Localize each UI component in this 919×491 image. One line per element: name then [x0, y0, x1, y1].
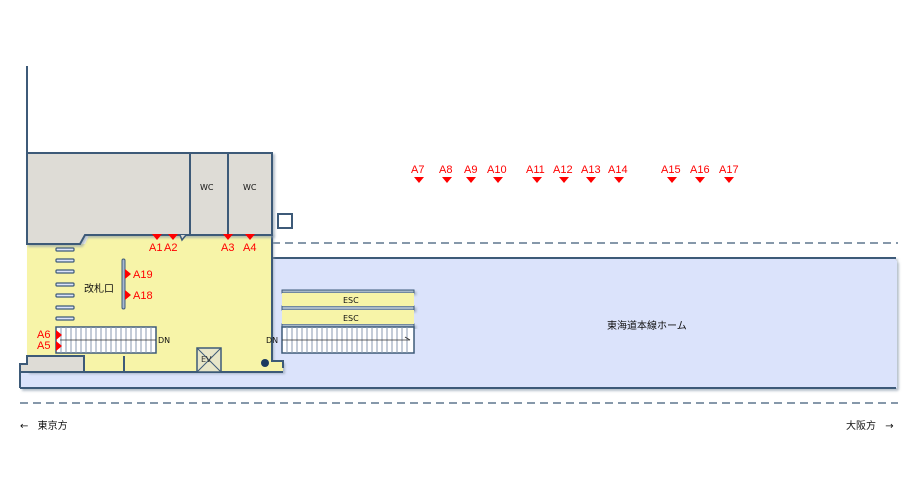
exit-marker-icon — [56, 330, 62, 340]
arrow-right-icon: → — [885, 421, 894, 432]
exit-marker-icon — [223, 234, 233, 240]
direction-osaka-label: 大阪方 — [846, 421, 876, 432]
exit-a3[interactable]: A3 — [221, 242, 235, 254]
exit-a17[interactable]: A17 — [719, 164, 739, 176]
exit-marker-icon — [56, 341, 62, 351]
stairs-dn-label-2: DN — [266, 336, 279, 345]
wc-room-2 — [227, 152, 273, 236]
wc-label-2: WC — [243, 183, 257, 192]
pillar-dot — [261, 359, 269, 367]
direction-osaka: 大阪方 → — [846, 417, 894, 432]
wc-room-1 — [189, 152, 229, 236]
exit-a10[interactable]: A10 — [487, 164, 507, 176]
exit-a11[interactable]: A11 — [526, 164, 545, 176]
exit-marker-icon — [152, 234, 162, 240]
exit-a14[interactable]: A14 — [608, 164, 628, 176]
building-block — [26, 152, 191, 245]
exit-marker-icon — [125, 290, 131, 300]
platform-area — [20, 257, 897, 389]
exit-a6[interactable]: A6 — [37, 329, 51, 341]
stairs-right — [281, 326, 415, 354]
exit-a5[interactable]: A5 — [37, 340, 51, 352]
ticket-gates — [55, 247, 75, 321]
stairs-left — [55, 326, 157, 354]
exit-marker-icon — [667, 177, 677, 183]
exit-marker-icon — [614, 177, 624, 183]
exit-a4[interactable]: A4 — [243, 242, 257, 254]
direction-tokyo-label: 東京方 — [37, 421, 68, 432]
stairs-dn-label-1: DN — [158, 336, 171, 345]
escalator-label-1: ESC — [343, 296, 359, 305]
exit-a7[interactable]: A7 — [411, 164, 425, 176]
exit-a15[interactable]: A15 — [661, 164, 681, 176]
exit-a19[interactable]: A19 — [133, 269, 153, 281]
exit-a18[interactable]: A18 — [133, 290, 153, 302]
exit-marker-icon — [695, 177, 705, 183]
elevator — [196, 347, 222, 373]
exit-marker-icon — [724, 177, 734, 183]
exit-a8[interactable]: A8 — [439, 164, 453, 176]
exit-marker-icon — [168, 234, 178, 240]
exit-marker-icon — [493, 177, 503, 183]
ticket-gate-label: 改札口 — [84, 284, 114, 295]
exit-a1[interactable]: A1 — [149, 242, 163, 254]
exit-a13[interactable]: A13 — [581, 164, 601, 176]
exit-a2[interactable]: A2 — [164, 242, 178, 254]
exit-marker-icon — [559, 177, 569, 183]
exit-marker-icon — [245, 234, 255, 240]
elevator-label: EV — [201, 355, 212, 364]
exit-marker-icon — [532, 177, 542, 183]
exit-marker-icon — [414, 177, 424, 183]
exit-marker-icon — [125, 269, 131, 279]
arrow-left-icon: ← — [20, 421, 29, 432]
exit-a16[interactable]: A16 — [690, 164, 710, 176]
platform-label: 東海道本線ホーム — [607, 321, 687, 332]
escalator-label-2: ESC — [343, 314, 359, 323]
exit-marker-icon — [442, 177, 452, 183]
small-structure — [277, 213, 293, 229]
direction-tokyo: ← 東京方 — [20, 417, 68, 432]
gate-divider — [121, 258, 126, 310]
exit-a9[interactable]: A9 — [464, 164, 478, 176]
wc-label-1: WC — [200, 183, 214, 192]
exit-marker-icon — [586, 177, 596, 183]
exit-a12[interactable]: A12 — [553, 164, 573, 176]
exit-marker-icon — [466, 177, 476, 183]
